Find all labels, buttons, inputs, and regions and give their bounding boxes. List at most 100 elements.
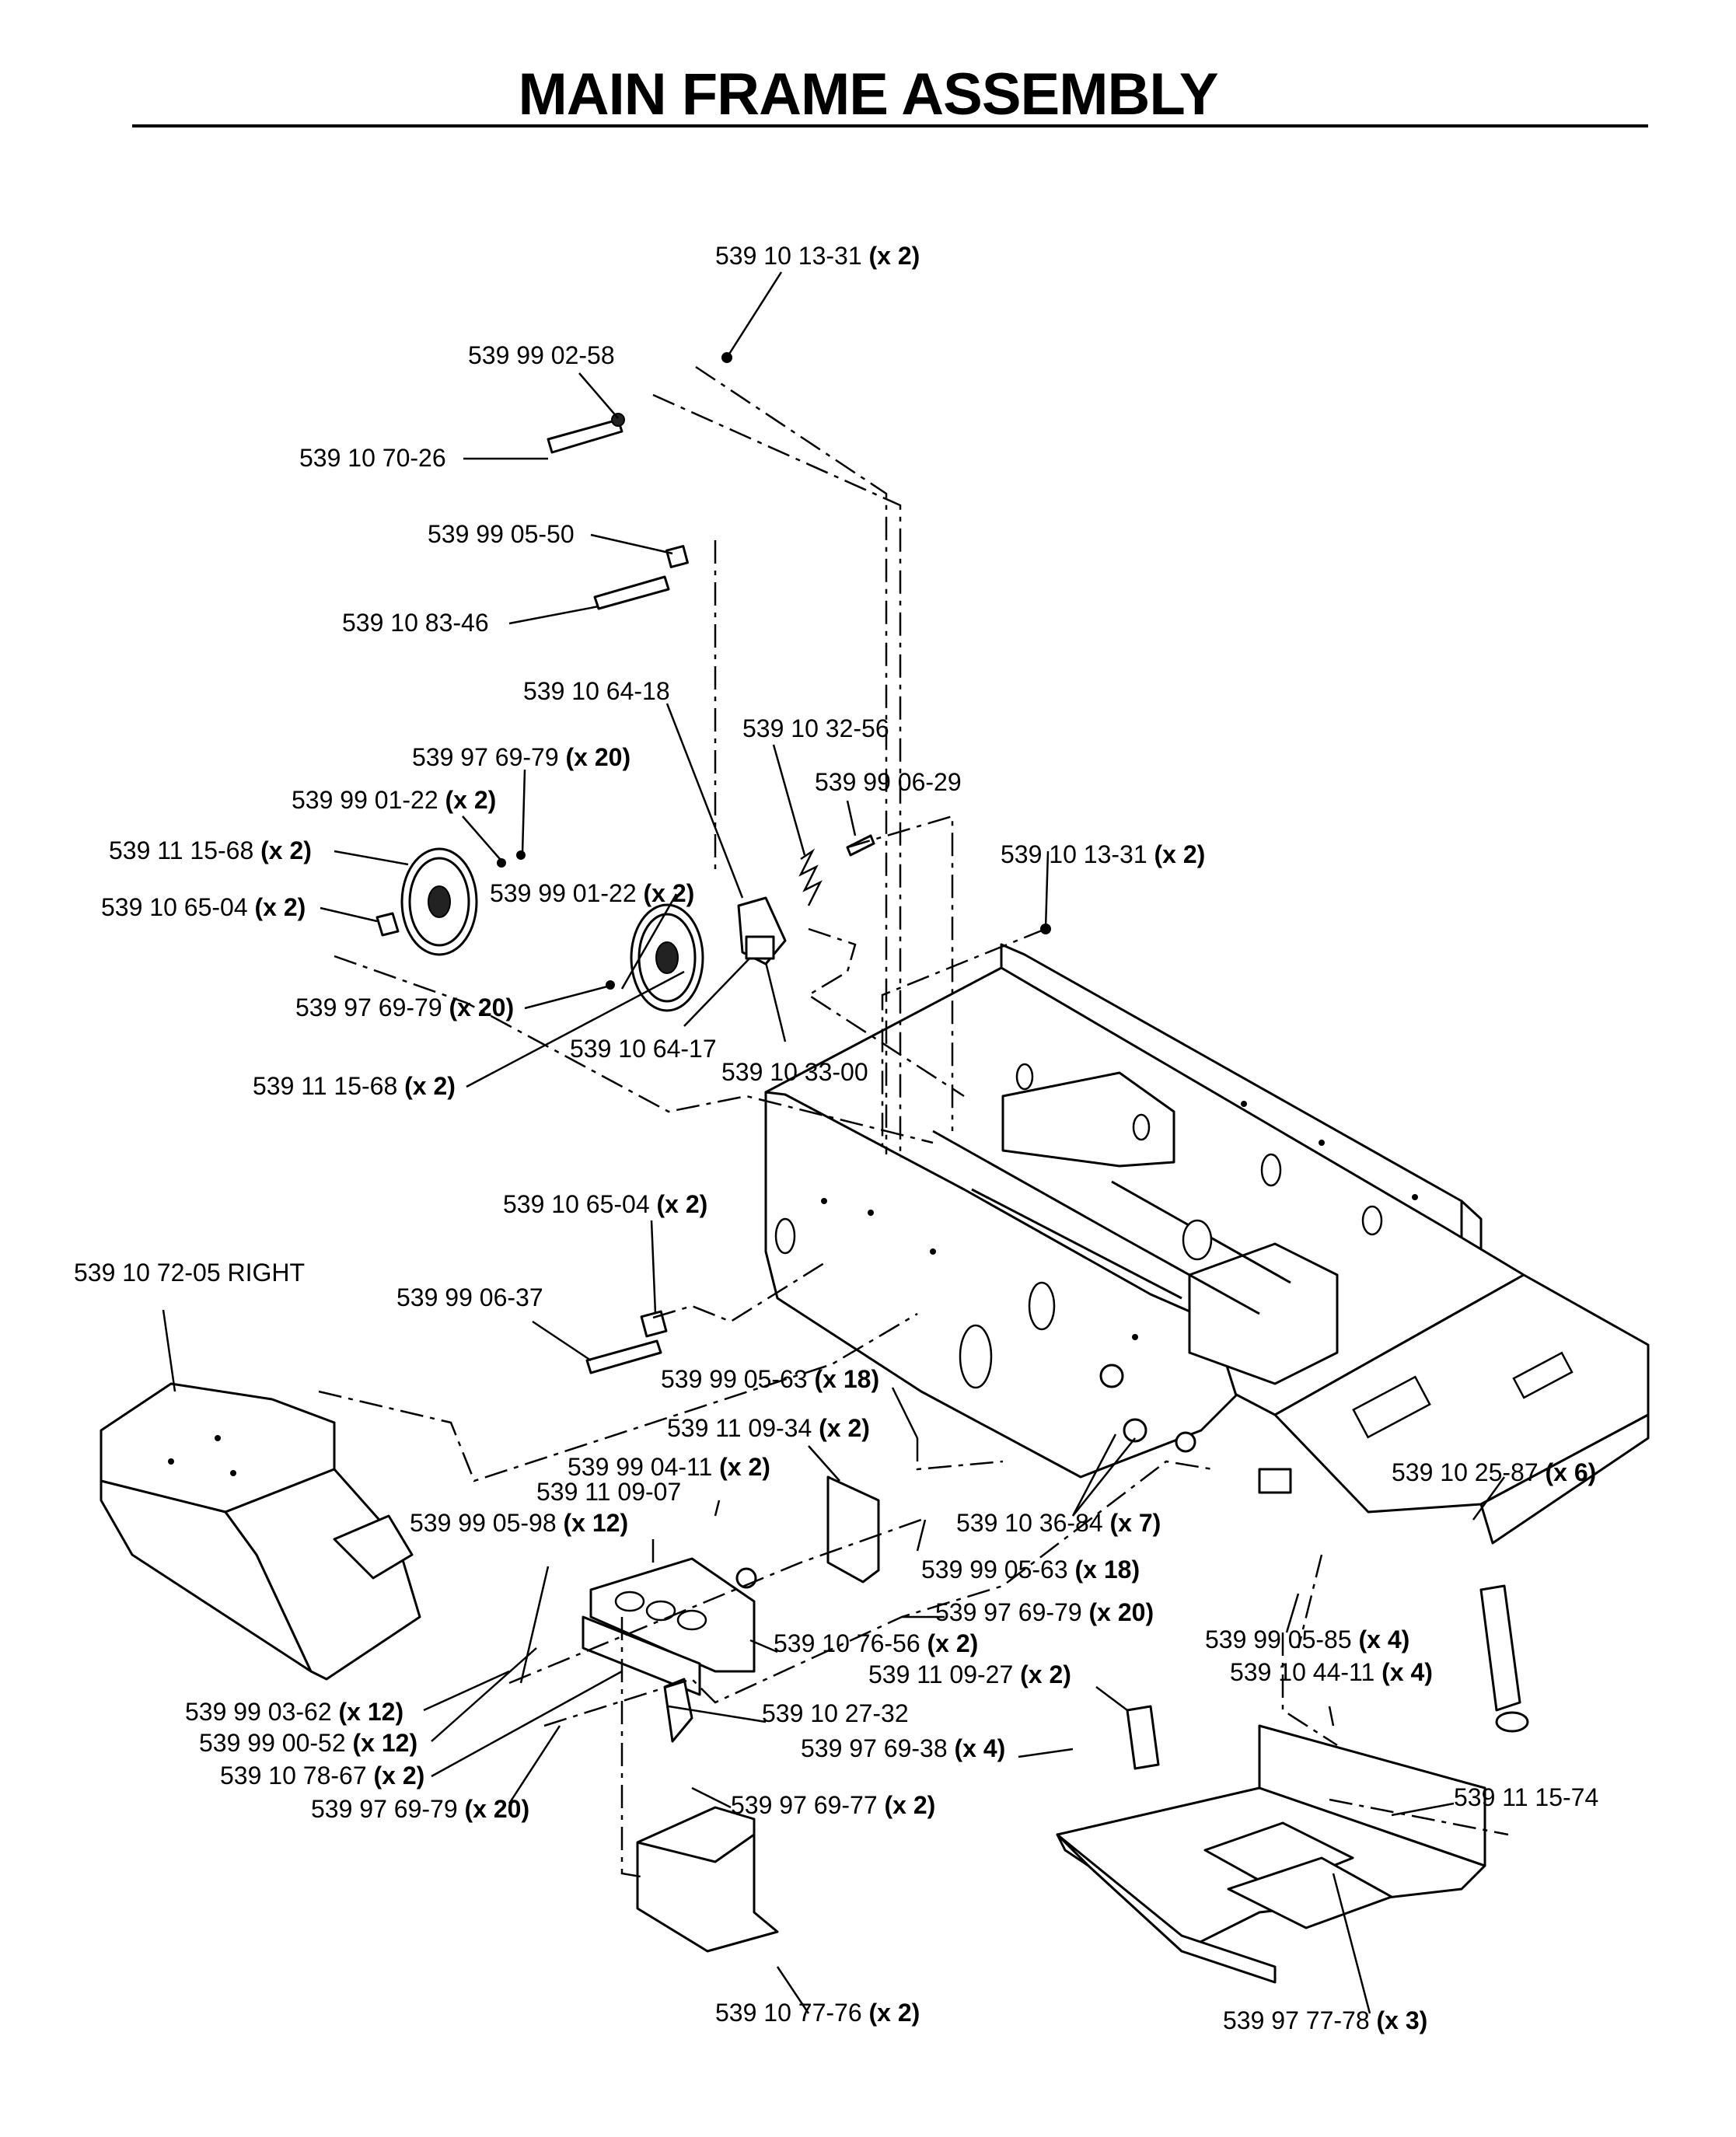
pulley-assembly [375, 352, 1051, 1374]
leader-line [1044, 850, 1050, 930]
phantom-line [1329, 1798, 1509, 1836]
part-quantity: (x 20) [442, 993, 514, 1021]
leader-line [423, 1670, 510, 1712]
phantom-line [620, 1617, 646, 1879]
leader-lines [162, 271, 1506, 2014]
callout-label: 539 99 05-50 [428, 520, 575, 548]
footrest-upright [1258, 1724, 1486, 1867]
part-number: 539 10 13-31 [1001, 840, 1147, 868]
bolt [585, 1339, 662, 1374]
part-quantity: (x 2) [878, 1791, 936, 1819]
phantom-line [318, 1312, 918, 1482]
callout-label: 539 11 15-68 (x 2) [253, 1072, 456, 1100]
callout-label: 539 97 69-79 (x 20) [295, 993, 514, 1021]
leader-line [1071, 1433, 1117, 1517]
leader-line [668, 1705, 767, 1723]
part-quantity: (x 20) [559, 743, 630, 771]
phantom-line [881, 927, 1046, 1147]
rivet-dot [215, 1435, 221, 1441]
part-quantity: (x 18) [808, 1365, 879, 1393]
part-quantity: (x 2) [397, 1072, 456, 1100]
callout-label: 539 10 76-56 (x 2) [774, 1629, 978, 1657]
part-number: 539 99 02-58 [468, 341, 615, 369]
frame-hole [1028, 1281, 1056, 1331]
part-number: 539 10 65-04 [503, 1190, 650, 1218]
part-quantity: (x 4) [948, 1734, 1006, 1762]
leader-line [1328, 1706, 1335, 1727]
part-number: 539 10 77-76 [715, 1999, 862, 2027]
washer [375, 912, 400, 937]
part-number: 539 11 09-27 [868, 1660, 1013, 1688]
leader-line [519, 1566, 550, 1684]
part-number: 539 99 05-63 [921, 1556, 1068, 1584]
leader-line [162, 1309, 176, 1392]
part-quantity: (x 7) [1103, 1509, 1161, 1537]
part-number: 539 11 09-07 [536, 1478, 681, 1506]
part-number: 539 10 44-11 [1230, 1658, 1374, 1686]
shield-edge [637, 1833, 755, 1863]
leader-line [1018, 1748, 1074, 1758]
part-quantity: (x 2) [438, 786, 497, 814]
callout-label: 539 10 25-87 (x 6) [1392, 1458, 1596, 1486]
callout-label: 539 10 78-67 (x 2) [220, 1762, 424, 1790]
callout-label: 539 10 77-76 (x 2) [715, 1999, 920, 2027]
leader-line [891, 1387, 919, 1439]
part-quantity: (x 2) [1147, 840, 1206, 868]
part-number: 539 99 06-29 [815, 768, 962, 796]
part-number: 539 10 64-18 [523, 677, 670, 705]
leader-line [578, 372, 619, 419]
rivet-dot [868, 1210, 874, 1216]
part-number: 539 10 25-87 [1392, 1458, 1539, 1486]
frame-slot [1352, 1375, 1431, 1439]
leader-line [764, 962, 787, 1042]
part-number: 539 10 83-46 [342, 609, 489, 637]
leader-line [1391, 1802, 1455, 1817]
part-number: 539 99 05-50 [428, 520, 575, 548]
part-number: 539 97 69-79 [935, 1598, 1082, 1626]
part-quantity: (x 2) [1013, 1660, 1071, 1688]
rivet-dot [1412, 1194, 1418, 1200]
callout-label: 539 11 15-68 (x 2) [109, 836, 312, 864]
leader-line [714, 1500, 721, 1517]
part-quantity: (x 20) [1082, 1598, 1154, 1626]
callout-label: 539 10 13-31 (x 2) [1001, 840, 1205, 868]
callout-label: 539 10 64-17 [570, 1035, 717, 1063]
part-quantity: (x 4) [1374, 1658, 1433, 1686]
bracket-hole [614, 1591, 645, 1612]
part-quantity: (x 18) [1068, 1556, 1140, 1584]
frame-hole [1015, 1063, 1034, 1091]
part-quantity: (x 2) [367, 1762, 425, 1790]
part-number: 539 10 72-05 RIGHT [74, 1259, 305, 1287]
rivet-dot [1319, 1140, 1325, 1146]
bolt [547, 418, 623, 454]
callout-label: 539 10 13-31 (x 2) [715, 242, 920, 270]
callout-label: 539 10 70-26 [299, 444, 446, 472]
callout-label: 539 97 69-38 (x 4) [801, 1734, 1005, 1762]
callout-label: 539 97 69-77 (x 2) [731, 1791, 935, 1819]
callout-label: 539 10 72-05 RIGHT [74, 1259, 305, 1287]
fender-bracket [333, 1514, 414, 1580]
gear-icon [1099, 1364, 1124, 1388]
leader-line [320, 906, 378, 923]
leader-line [1072, 1437, 1136, 1517]
callout-label: 539 10 32-56 [742, 714, 889, 742]
callout-label: 539 99 05-63 (x 18) [661, 1365, 879, 1393]
callout-label: 539 99 03-62 (x 12) [185, 1698, 403, 1726]
frame-center-box [1188, 1242, 1339, 1385]
fender-front [224, 1468, 421, 1681]
frame-hole [1260, 1153, 1282, 1187]
part-quantity: (x 2) [712, 1453, 770, 1481]
part-number: 539 11 09-34 [667, 1414, 812, 1442]
callout-label: 539 99 06-29 [815, 768, 962, 796]
callout-label: 539 99 00-52 (x 12) [199, 1729, 417, 1757]
leader-line [916, 1519, 927, 1552]
leader-line [808, 1445, 840, 1482]
part-quantity: (x 2) [637, 879, 695, 907]
callout-label: 539 99 05-98 (x 12) [410, 1509, 628, 1537]
part-quantity: (x 4) [1352, 1625, 1410, 1653]
part-quantity: (x 12) [346, 1729, 417, 1757]
pulley-left-hub [428, 885, 451, 918]
part-quantity: (x 2) [650, 1190, 708, 1218]
part-number: 539 10 78-67 [220, 1762, 367, 1790]
part-quantity: (x 20) [458, 1795, 529, 1823]
